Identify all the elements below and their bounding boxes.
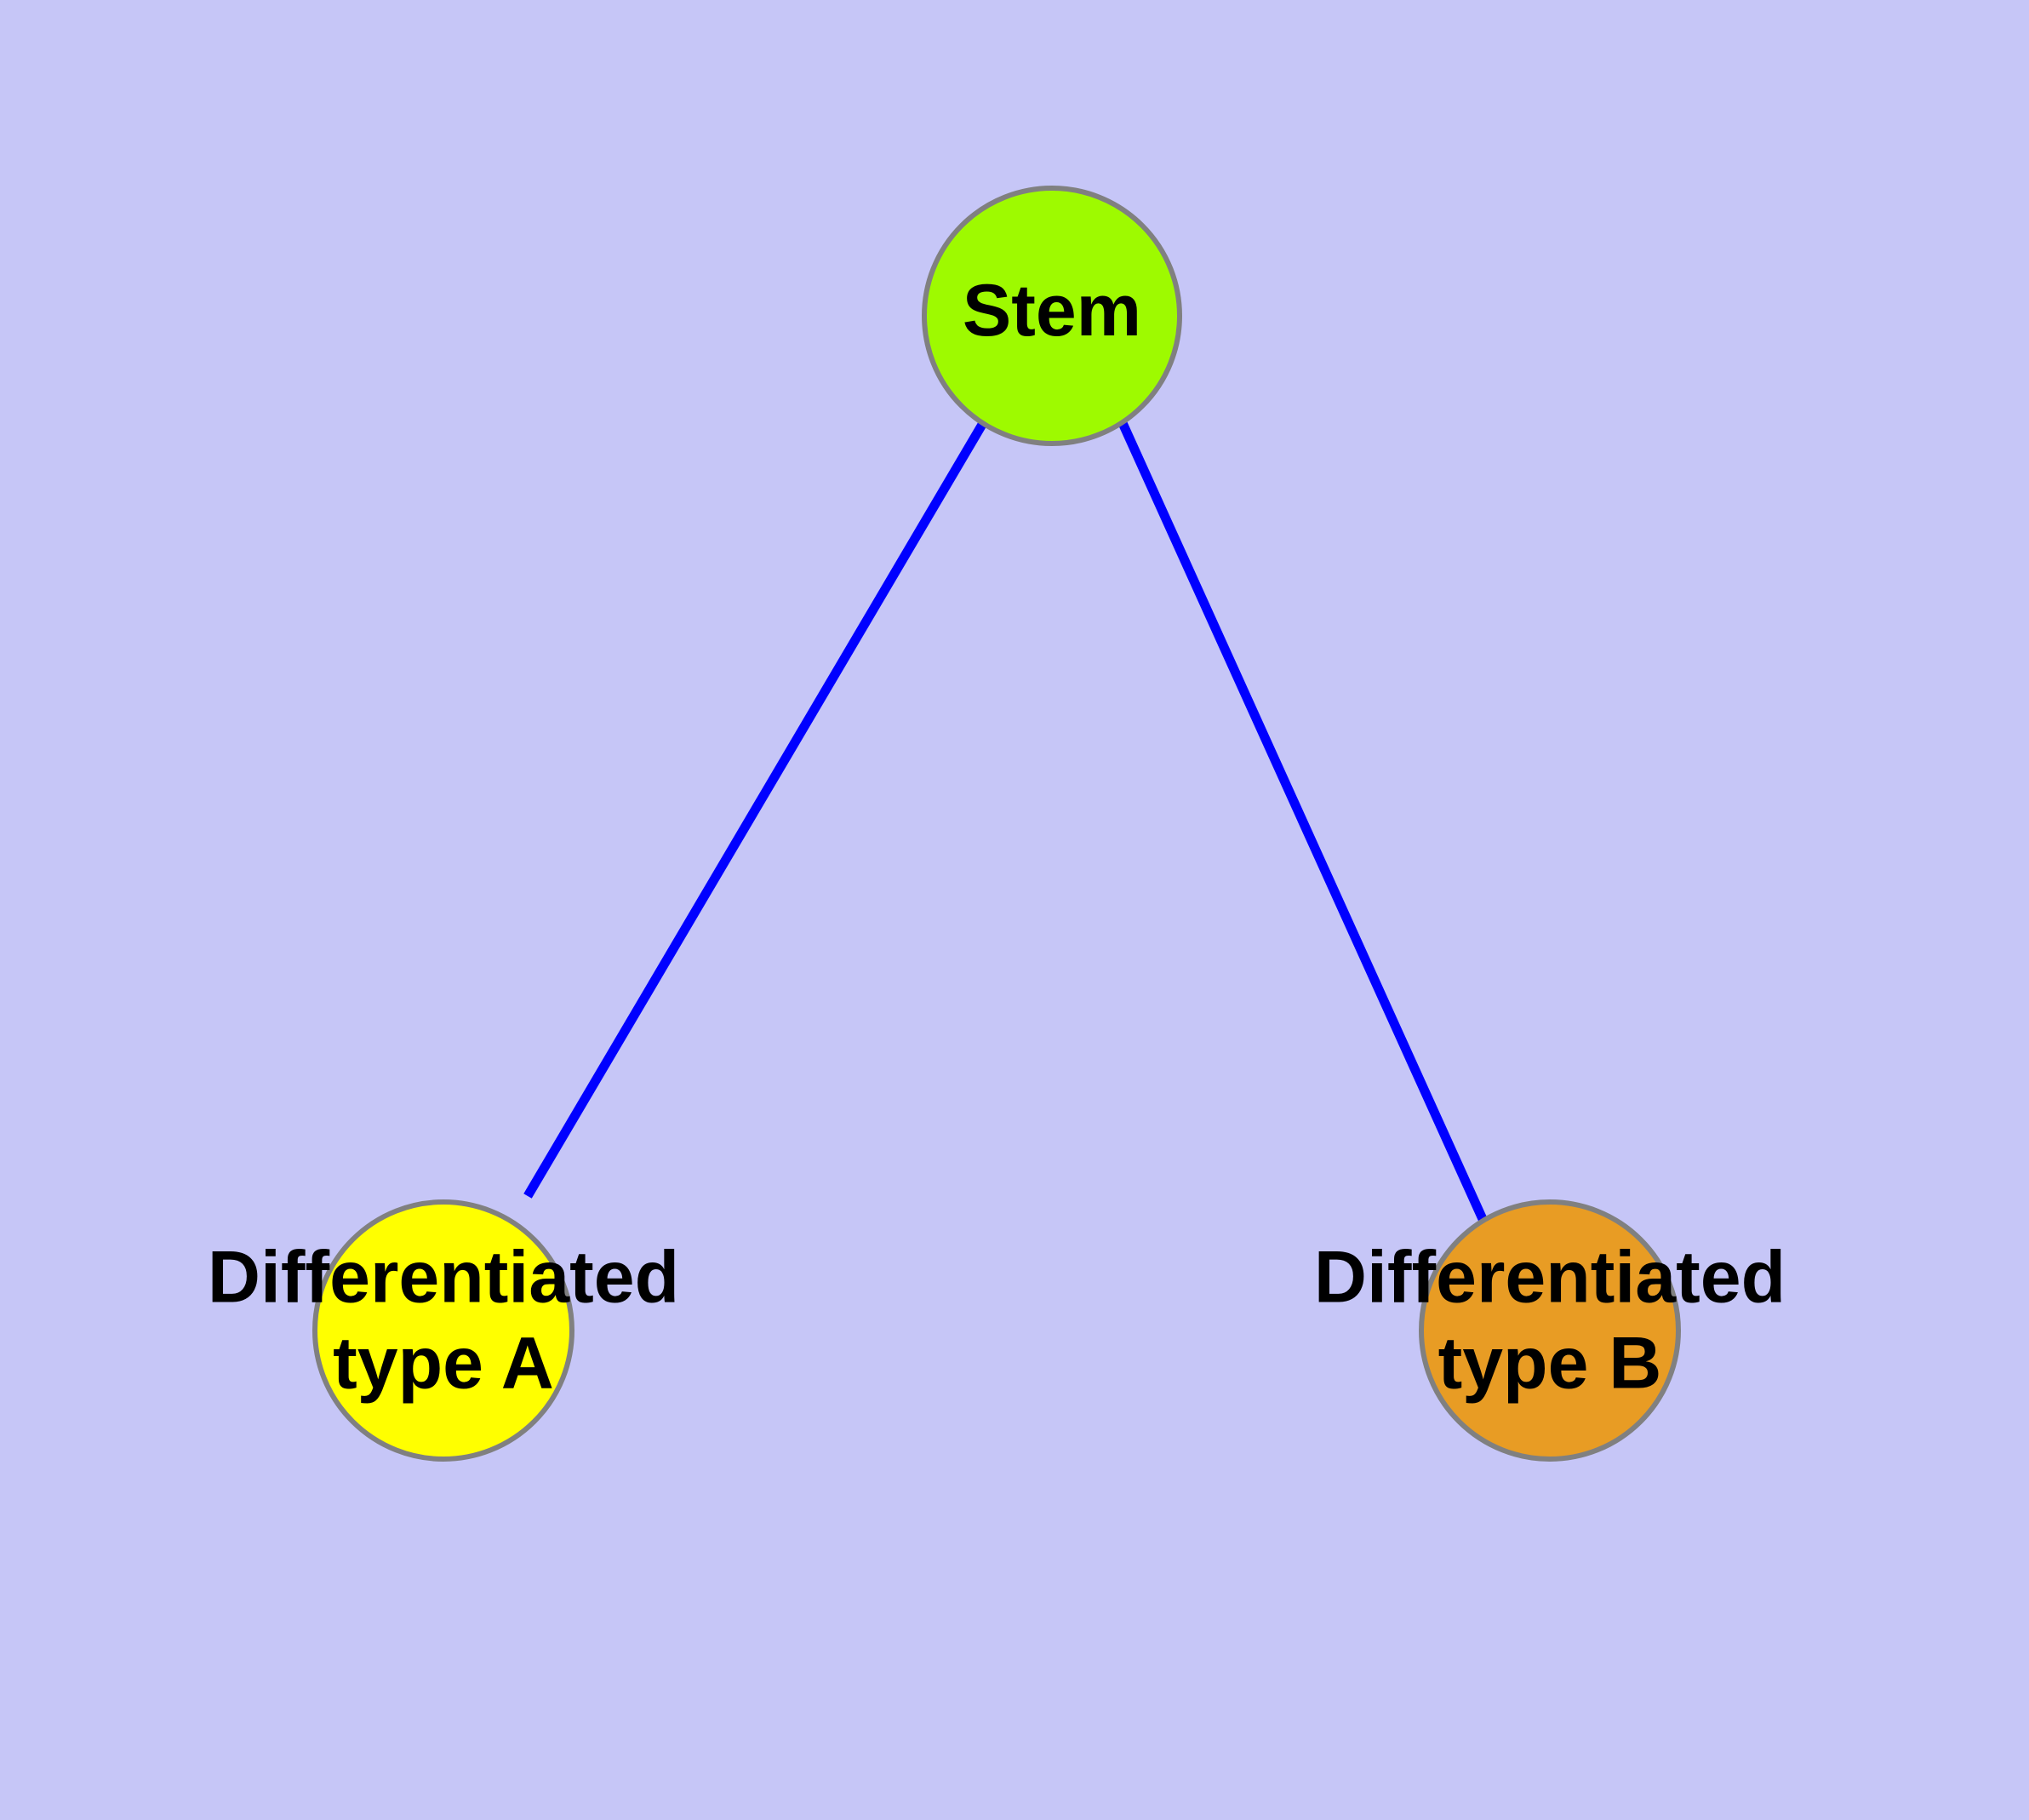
graph-edge-stem-to-diff-a xyxy=(523,421,987,1199)
node-label-line: Differentiated xyxy=(1314,1236,1786,1318)
node-label-line: Differentiated xyxy=(208,1236,679,1318)
edges-group xyxy=(523,421,1488,1222)
node-circle-stem[interactable] xyxy=(922,186,1182,446)
graph-node-stem[interactable]: Stem xyxy=(922,186,1182,446)
graph-edge-stem-to-diff-b xyxy=(1117,421,1488,1222)
node-label-line: type B xyxy=(1438,1322,1662,1404)
node-circle-diff_b[interactable] xyxy=(1419,1199,1681,1462)
node-label-stem: Stem xyxy=(963,270,1141,352)
node-label-line: type A xyxy=(333,1322,554,1404)
node-circle-diff_a[interactable] xyxy=(312,1199,574,1462)
node-label-line: Stem xyxy=(963,270,1141,352)
